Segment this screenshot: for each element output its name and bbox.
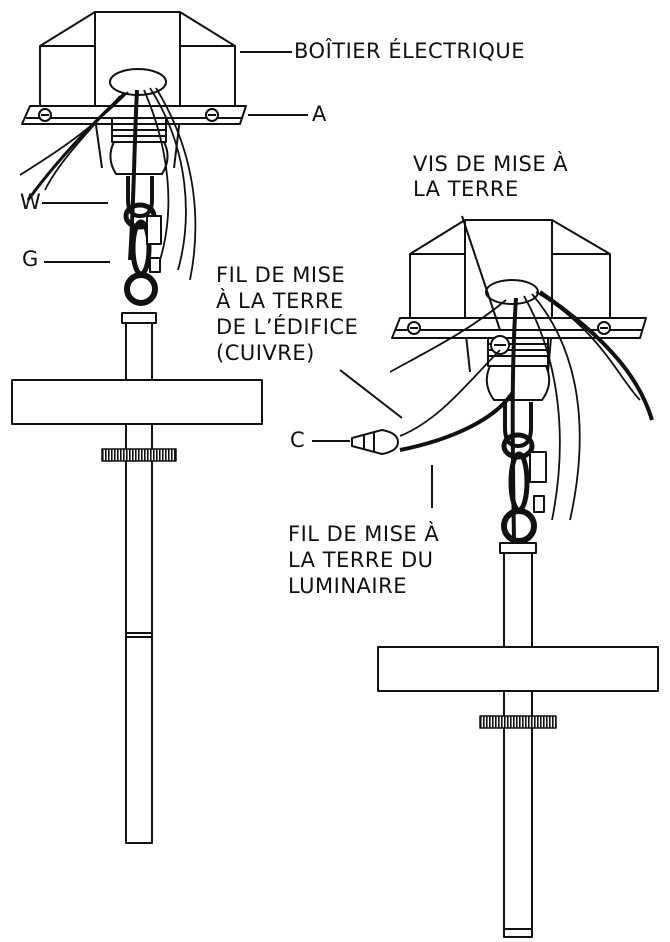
label-fil-luminaire: FIL DE MISE À LA TERRE DU LUMINAIRE (288, 521, 439, 599)
left-electrical-box (39, 11, 236, 169)
label-g: G (22, 247, 39, 271)
right-down-rod (503, 552, 533, 938)
label-w: W (20, 190, 42, 214)
label-fil-edifice: FIL DE MISE À LA TERRE DE L’ÉDIFICE (CUI… (216, 262, 358, 366)
left-wires (19, 87, 197, 281)
right-leaders (312, 215, 501, 508)
right-wire-clip (529, 451, 547, 483)
left-leaders (42, 51, 308, 263)
right-wires (389, 290, 654, 541)
fil-edifice-leader (339, 369, 403, 419)
label-fil-edifice-line-2: À LA TERRE (216, 289, 344, 313)
label-fil-edifice-line-1: FIL DE MISE (216, 263, 346, 287)
left-wire-clip (146, 215, 162, 245)
right-canopy (377, 646, 659, 692)
label-fil-edifice-line-4: (CUIVRE) (216, 341, 315, 365)
right-clip-small (533, 495, 545, 513)
label-vis-line-2: LA TERRE (413, 177, 519, 201)
label-fil-edifice-line-3: DE L’ÉDIFICE (216, 315, 359, 339)
label-fil-luminaire-line-1: FIL DE MISE À (288, 522, 440, 546)
left-threaded-nipple (109, 117, 169, 175)
right-hook-loop (501, 402, 537, 544)
vis-leader (461, 215, 501, 331)
label-boitier-electrique: BOÎTIER ÉLECTRIQUE (294, 39, 525, 63)
label-vis-line-1: VIS DE MISE À (413, 152, 569, 176)
right-mounting-plate (391, 317, 647, 339)
left-canopy (11, 379, 263, 425)
left-fixture-assembly (11, 11, 263, 844)
right-knurled-nut (479, 715, 557, 729)
label-fil-luminaire-line-3: LUMINAIRE (288, 574, 407, 598)
label-vis-mise-a-la-terre: VIS DE MISE À LA TERRE (413, 152, 568, 202)
right-fixture-assembly (351, 219, 659, 938)
left-clip-small (149, 257, 161, 273)
wire-nut (351, 429, 399, 455)
left-pipe-coupling (121, 312, 157, 324)
label-fil-luminaire-line-2: LA TERRE DU (288, 548, 434, 572)
label-a: A (312, 102, 327, 126)
right-pipe-coupling (499, 542, 537, 554)
left-knurled-nut (101, 448, 177, 462)
label-c: C (290, 428, 306, 452)
